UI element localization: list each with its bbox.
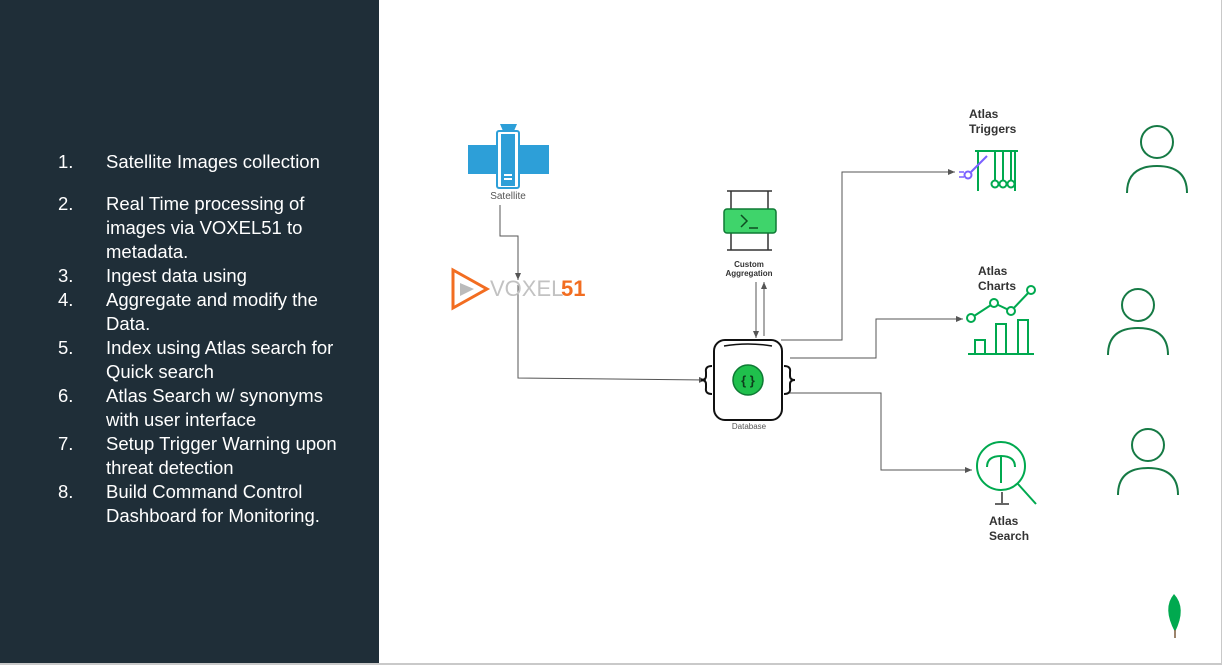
step-item: 7. Setup Trigger Warning upon threat det… xyxy=(58,432,358,480)
voxel-to-database-connector xyxy=(517,285,707,383)
charts-label-line1: Atlas xyxy=(978,264,1008,278)
step-number: 2. xyxy=(58,193,74,214)
steps-panel: 1. Satellite Images collection 2. Real T… xyxy=(0,0,379,663)
step-text: Index using Atlas search for Quick searc… xyxy=(106,337,334,382)
step-number: 3. xyxy=(58,265,74,286)
step-item: 4. Aggregate and modify the Data. xyxy=(58,288,358,336)
user-icon xyxy=(1126,125,1188,194)
terminal-icon xyxy=(723,190,777,251)
step-text: Aggregate and modify the Data. xyxy=(106,289,318,334)
database-icon: { } xyxy=(700,339,796,421)
satellite-icon xyxy=(468,124,549,189)
mongodb-leaf-icon xyxy=(1168,594,1181,638)
step-text: Real Time processing of images via VOXEL… xyxy=(106,193,305,262)
aggregation-label-line2: Aggregation xyxy=(725,269,772,278)
search-icon xyxy=(976,441,1037,505)
step-number: 7. xyxy=(58,433,74,454)
step-text: Atlas Search w/ synonyms with user inter… xyxy=(106,385,323,430)
connectors xyxy=(499,169,972,473)
user-icon xyxy=(1107,288,1169,356)
voxel-text: VOXEL xyxy=(490,276,563,301)
step-item: 3. Ingest data using xyxy=(58,264,358,288)
step-number: 6. xyxy=(58,385,74,406)
step-text: Setup Trigger Warning upon threat detect… xyxy=(106,433,337,478)
step-text: Build Command Control Dashboard for Moni… xyxy=(106,481,320,526)
step-number: 1. xyxy=(58,151,74,172)
satellite-label: Satellite xyxy=(490,191,526,202)
step-item: 1. Satellite Images collection xyxy=(58,150,358,174)
voxel-number: 51 xyxy=(561,276,585,301)
triggers-label-line1: Atlas xyxy=(969,107,999,121)
trigger-icon xyxy=(959,150,1018,191)
user-icon xyxy=(1117,428,1179,496)
step-number: 5. xyxy=(58,337,74,358)
svg-text:{ }: { } xyxy=(741,373,755,388)
step-item: 8. Build Command Control Dashboard for M… xyxy=(58,480,358,528)
step-text: Ingest data using xyxy=(106,265,247,286)
step-number: 8. xyxy=(58,481,74,502)
database-to-charts-connector xyxy=(790,316,963,359)
voxel51-logo: VOXEL 51 xyxy=(451,267,585,311)
step-item: 6. Atlas Search w/ synonyms with user in… xyxy=(58,384,358,432)
database-to-search-connector xyxy=(789,392,972,473)
database-to-triggers-connector xyxy=(781,169,955,341)
step-number: 4. xyxy=(58,289,74,310)
triggers-label-line2: Triggers xyxy=(969,122,1017,136)
search-label-line1: Atlas xyxy=(989,514,1019,528)
step-text: Satellite Images collection xyxy=(106,151,320,172)
satellite-to-voxel-connector xyxy=(499,205,521,280)
step-item: 5. Index using Atlas search for Quick se… xyxy=(58,336,358,384)
charts-label-line2: Charts xyxy=(978,279,1016,293)
steps-list: 1. Satellite Images collection 2. Real T… xyxy=(58,150,358,528)
database-label: Database xyxy=(732,422,767,431)
chart-icon xyxy=(966,285,1036,355)
step-item: 2. Real Time processing of images via VO… xyxy=(58,192,358,264)
aggregation-label-line1: Custom xyxy=(734,260,764,269)
search-label-line2: Search xyxy=(989,529,1029,543)
